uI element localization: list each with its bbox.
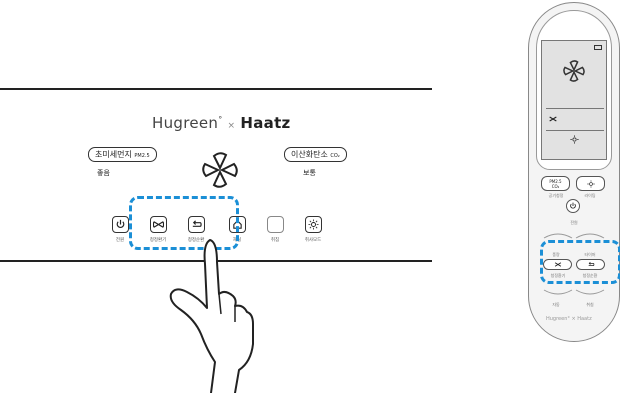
highlight-box bbox=[129, 196, 239, 250]
fan-indicator-icon bbox=[202, 152, 238, 188]
remote-power-label: 전원 bbox=[570, 220, 578, 225]
light-button[interactable] bbox=[305, 216, 322, 233]
blank-button[interactable] bbox=[267, 216, 284, 233]
remote-circ-button[interactable] bbox=[576, 259, 605, 270]
remote-vent-label: 청정환기 bbox=[550, 273, 566, 278]
remote-down-left-label: 자동 bbox=[552, 302, 560, 307]
sun-icon bbox=[308, 219, 319, 230]
co2-status: 보통 bbox=[303, 169, 316, 177]
remote-mode-left-label: 공기청정 bbox=[548, 193, 564, 198]
ventilation-label: 청정환기 bbox=[149, 238, 167, 243]
remote-up-arrows bbox=[543, 233, 605, 239]
remote-mode-right-label: 라이팅 bbox=[584, 193, 596, 198]
remote-down-arrows bbox=[543, 289, 605, 295]
lcd-sun-icon bbox=[570, 135, 579, 144]
panel-top-border bbox=[0, 88, 432, 90]
remote-brand: Hugreen° × Haatz bbox=[546, 316, 592, 322]
remote-vent-button[interactable] bbox=[543, 259, 572, 270]
remote-circ-label: 청정순환 bbox=[582, 273, 598, 278]
remote-circ-icon bbox=[588, 261, 594, 267]
light-label: 취사모드 bbox=[304, 238, 322, 243]
brand-name: Hugreen bbox=[152, 114, 219, 132]
remote-power-button[interactable] bbox=[566, 199, 580, 213]
battery-icon bbox=[594, 45, 602, 50]
remote-sun-icon bbox=[586, 179, 595, 188]
circulation-label: 청정순환 bbox=[187, 238, 205, 243]
partner-name: Haatz bbox=[240, 114, 291, 132]
remote-vent-icon bbox=[554, 262, 561, 267]
lcd-fan-icon bbox=[563, 60, 585, 82]
ventilation-button[interactable] bbox=[150, 216, 167, 233]
remote-up-right-label: 타이머 bbox=[584, 252, 596, 257]
remote-light-button[interactable] bbox=[576, 176, 605, 191]
brand-logo: Hugreen°×Haatz bbox=[152, 114, 291, 132]
co2-sensor-label: 이산화탄소 CO₂ bbox=[284, 147, 347, 162]
blank-label: 취침 bbox=[270, 238, 280, 243]
fan-icon bbox=[153, 221, 164, 228]
remote-up-left-label: 풍량 bbox=[552, 252, 560, 257]
remote-power-icon bbox=[570, 202, 576, 209]
power-icon bbox=[116, 219, 125, 228]
remote-down-right-label: 취침 bbox=[586, 302, 594, 307]
remote-lcd bbox=[541, 40, 607, 160]
power-label: 전원 bbox=[115, 238, 125, 243]
brand-separator: × bbox=[227, 121, 236, 131]
pm-status: 좋음 bbox=[97, 169, 110, 177]
power-button[interactable] bbox=[112, 216, 129, 233]
circulation-button[interactable] bbox=[188, 216, 205, 233]
remote-highlight-box bbox=[540, 240, 620, 284]
return-arrow-icon bbox=[192, 220, 202, 227]
pm-sensor-label: 초미세먼지 PM2.5 bbox=[88, 147, 157, 162]
lcd-vent-icon bbox=[549, 116, 557, 122]
pointing-hand-icon bbox=[169, 239, 254, 393]
